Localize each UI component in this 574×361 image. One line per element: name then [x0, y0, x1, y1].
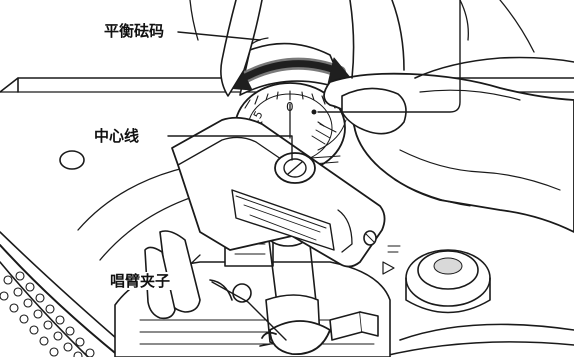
- leader-lines: [167, 0, 461, 341]
- right-hand: [323, 0, 574, 233]
- thumb: [341, 87, 407, 135]
- arm-clamp: [259, 320, 331, 355]
- label-arm-clamp: 唱臂夹子: [108, 272, 173, 290]
- leader-center-line: [167, 135, 293, 161]
- strobe-dots: [0, 271, 95, 361]
- label-balance-weight: 平衡砝码: [102, 22, 167, 40]
- leader-balance-weight: [177, 31, 261, 41]
- leader-dial-scale: [317, 0, 461, 113]
- dial-scale-zero: 0: [286, 100, 294, 114]
- anti-skate-dial: [382, 245, 491, 314]
- leader-arm-clamp: [211, 281, 287, 341]
- base-hole: [59, 150, 85, 170]
- arm-housing: [171, 116, 386, 268]
- label-center-line: 中心线: [92, 127, 142, 145]
- left-finger-top: [189, 0, 263, 97]
